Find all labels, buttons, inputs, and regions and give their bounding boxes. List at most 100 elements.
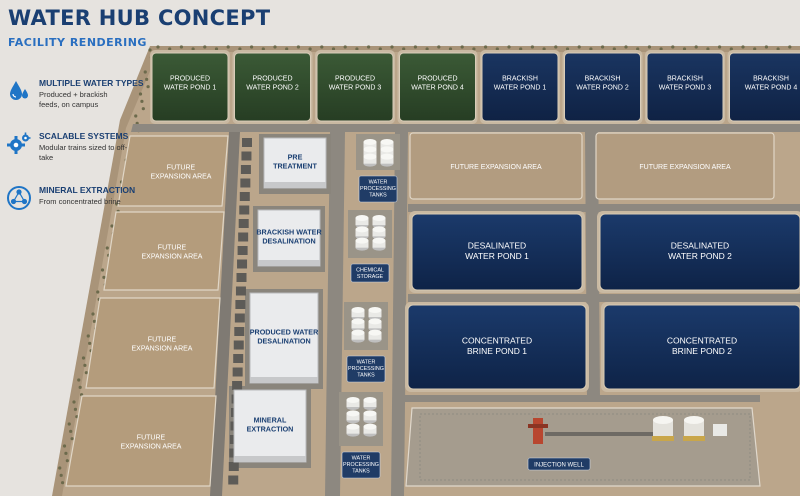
shrub [718,45,722,49]
tank-body [363,156,377,164]
road-network [131,124,800,496]
big-pond-label-line2: BRINE POND 1 [467,346,527,356]
big-pond-label-line2: WATER POND 2 [668,251,732,261]
shrub [308,47,312,51]
shrub [448,47,453,51]
expansion-area [117,135,229,207]
tank-top [363,153,377,160]
page-subtitle: FACILITY RENDERING [8,36,147,49]
pipe-rack-road [210,132,240,496]
shrub [70,437,74,441]
building-wall [264,182,326,188]
tank-top [372,215,386,221]
tank-label-line3: TANKS [352,469,370,475]
tank-top [363,397,377,403]
tank-top [351,329,365,336]
pipe-rack-module [235,286,246,296]
shrub [140,99,144,103]
shrub [64,451,68,455]
shrub [65,459,69,463]
top-pond [646,52,724,122]
top-pond [729,52,800,122]
tank-label-line3: TANKS [369,193,387,199]
shrub [437,45,441,49]
pipe [545,432,655,436]
pipe-rack-module [240,178,251,188]
building-wall [258,260,320,266]
tank-body [363,149,377,157]
pipe-rack-module [241,151,252,161]
building-label-line2: DESALINATION [257,337,310,346]
shrub [554,45,558,49]
building-wall [234,456,306,462]
tank-top [372,226,386,233]
pond-label-line2: WATER POND 1 [164,84,217,91]
building-wall [250,377,318,383]
tank-body [363,142,377,149]
shrub [472,47,476,51]
top-pond [564,52,641,122]
shrub [355,47,359,51]
shrub [647,45,652,49]
shrub [69,429,73,433]
feature-heading: SCALABLE SYSTEMS [39,131,129,141]
tank-label-box [346,355,386,383]
feature-text: Modular trains sized to off-take [39,143,128,162]
road-horizontal [404,395,760,402]
shrub [238,47,242,51]
mineral-network-icon [6,185,32,211]
shrub [226,45,230,49]
top-pond [399,52,476,122]
building-label-line1: MINERAL [254,416,287,425]
big-pond [603,304,800,390]
shrub [484,45,488,49]
expansion-area [595,132,775,200]
injection-well-yard [405,407,761,487]
big-pond [599,213,800,291]
injection-well-label-box [527,457,591,471]
tank-top [363,146,377,153]
building [263,137,327,189]
shrub [390,45,394,49]
expansion-area [103,211,225,291]
shrub [343,45,347,49]
tank-body [346,426,360,434]
expansion-label-line2: EXPANSION AREA [121,443,182,450]
expansion-label: FUTURE EXPANSION AREA [639,164,731,171]
tank-skid [683,436,705,441]
shrub [601,45,605,49]
tank-body [372,218,386,225]
tank-body [363,413,377,421]
pipe-rack-module [238,232,249,242]
shrub [694,45,698,49]
road-horizontal [408,204,800,212]
shrub [367,45,371,49]
feature-heading: MULTIPLE WATER TYPES [39,78,144,88]
tank-top [351,318,365,325]
shrub [285,47,289,51]
shrub [141,107,145,111]
expansion-label-line2: EXPANSION AREA [132,345,193,352]
control-shed [713,424,727,436]
pipe-rack-module [242,138,252,147]
road-horizontal [408,294,800,302]
tank-top [346,410,360,417]
tank-top [346,423,360,430]
shrub [402,47,406,51]
shrub [146,85,150,89]
top-pond [316,52,394,122]
tank-label-line2: STORAGE [357,274,384,280]
shrub [776,47,780,51]
tank-label-box [358,175,398,203]
tank-top [363,410,377,417]
feature-text: From concentrated brine [39,197,121,206]
big-pond [411,213,583,291]
shrub [788,45,792,49]
pipe-rack-module [235,300,246,309]
pipe-rack-module [232,381,243,390]
top-pond [234,52,311,122]
big-pond [407,304,587,390]
big-pond-label-line1: CONCENTRATED [667,335,737,345]
shrub [764,45,769,49]
shrub [273,45,277,49]
